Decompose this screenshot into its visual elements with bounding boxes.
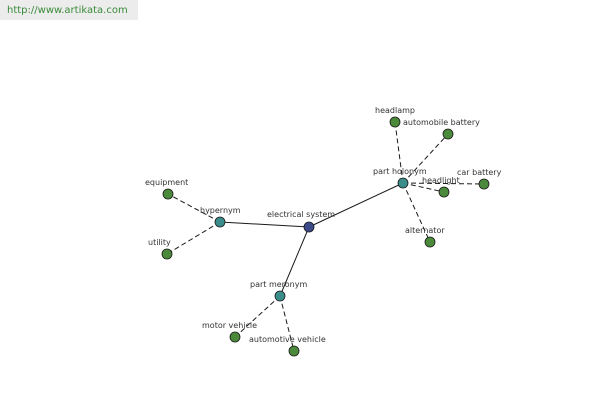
node-label-part-meronym[interactable]: part meronym <box>250 280 307 289</box>
edge-hypernym-to-equipment <box>167 193 221 223</box>
labels-layer: electrical system hypernym part holonym par… <box>145 106 502 344</box>
node-label-part-holonym[interactable]: part holonym <box>373 167 427 176</box>
node-label-automobile-battery[interactable]: automobile battery <box>403 118 480 127</box>
edges-layer <box>166 121 485 352</box>
edge-electrical-system-to-part-holonym <box>308 182 404 228</box>
edge-part-meronym-to-motor-vehicle <box>234 295 281 338</box>
node-headlight[interactable] <box>438 186 450 198</box>
site-url-link[interactable]: http://www.artikata.com <box>7 5 128 16</box>
edge-part-holonym-to-automobile-battery <box>402 133 449 184</box>
edge-part-holonym-to-headlamp <box>394 121 404 184</box>
node-utility[interactable] <box>161 248 173 260</box>
node-electrical-system[interactable] <box>303 221 315 233</box>
edge-part-holonym-to-headlight <box>402 182 445 193</box>
node-equipment[interactable] <box>162 188 174 200</box>
node-label-hypernym[interactable]: hypernym <box>200 206 241 215</box>
node-label-motor-vehicle[interactable]: motor vehicle <box>202 321 257 330</box>
node-automotive-vehicle[interactable] <box>288 345 300 357</box>
node-label-headlight[interactable]: headlight <box>422 176 460 185</box>
edge-hypernym-to-utility <box>166 221 221 255</box>
node-headlamp[interactable] <box>389 116 401 128</box>
node-hypernym[interactable] <box>214 216 226 228</box>
edge-part-holonym-to-alternator <box>402 182 431 243</box>
edge-part-holonym-to-car-battery <box>402 182 485 185</box>
nodes-layer <box>161 116 490 357</box>
node-alternator[interactable] <box>424 236 436 248</box>
node-label-headlamp[interactable]: headlamp <box>375 106 415 115</box>
edge-electrical-system-to-part-meronym <box>279 226 310 297</box>
node-label-automotive-vehicle[interactable]: automotive vehicle <box>249 335 326 344</box>
node-motor-vehicle[interactable] <box>229 331 241 343</box>
node-label-electrical-system[interactable]: electrical system <box>267 210 335 219</box>
node-label-utility[interactable]: utility <box>148 238 171 247</box>
node-car-battery[interactable] <box>478 178 490 190</box>
node-automobile-battery[interactable] <box>442 128 454 140</box>
edge-part-meronym-to-automotive-vehicle <box>279 295 295 352</box>
node-label-equipment[interactable]: equipment <box>145 178 188 187</box>
node-label-alternator[interactable]: alternator <box>405 226 445 235</box>
site-url-banner: http://www.artikata.com <box>0 0 138 20</box>
node-label-car-battery[interactable]: car battery <box>457 168 502 177</box>
edge-electrical-system-to-hypernym <box>219 221 310 228</box>
node-part-meronym[interactable] <box>274 290 286 302</box>
node-part-holonym[interactable] <box>397 177 409 189</box>
